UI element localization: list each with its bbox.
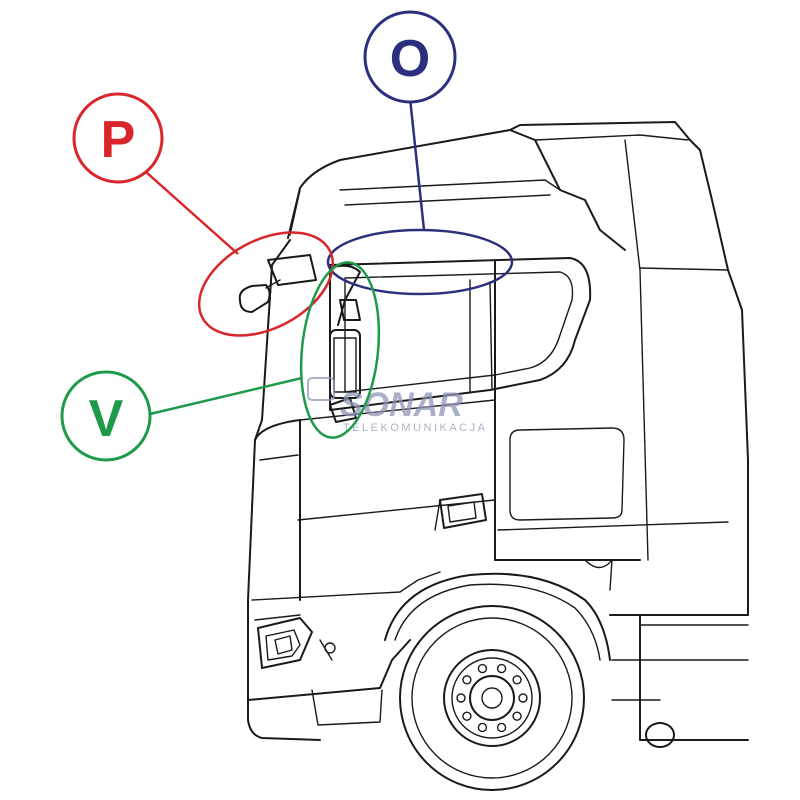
wheel-lug-nut [477, 663, 488, 674]
watermark-logo-box [307, 377, 335, 401]
watermark-sub: TELEKOMUNIKACJA [343, 422, 487, 434]
marker-o: O [326, 10, 514, 296]
marker-o-highlight-ellipse [326, 228, 514, 296]
wheel-lug-nut [456, 693, 466, 703]
marker-o-leader-line [408, 97, 426, 231]
wheel-lug-nut [518, 693, 528, 703]
watermark-brand: SONAR [340, 386, 463, 424]
marker-v: V [60, 261, 381, 462]
wheel-lug-nut [512, 675, 522, 685]
marker-v-leader-line [149, 376, 303, 416]
marker-p-circle [72, 92, 164, 184]
marker-p-highlight-ellipse [197, 231, 335, 337]
marker-p: P [72, 92, 335, 337]
wheel-lug-nut [496, 722, 507, 733]
marker-p-label: P [101, 111, 136, 169]
marker-o-label: O [390, 30, 430, 88]
wheel-lug-nut [512, 711, 522, 721]
wheel-lug-nut [496, 663, 507, 674]
front-wheel [399, 605, 585, 791]
marker-p-leader-line [145, 171, 239, 255]
truck-cab [247, 121, 749, 748]
marker-o-circle [363, 10, 457, 104]
wheel-lug-nut [462, 711, 472, 721]
marker-v-label: V [89, 390, 124, 448]
wheel-lug-nut [477, 722, 488, 733]
wheel-lug-nut [462, 675, 472, 685]
watermark: SONAR TELEKOMUNIKACJA [307, 377, 487, 434]
marker-v-highlight-ellipse [299, 261, 381, 439]
marker-v-circle [60, 370, 152, 462]
